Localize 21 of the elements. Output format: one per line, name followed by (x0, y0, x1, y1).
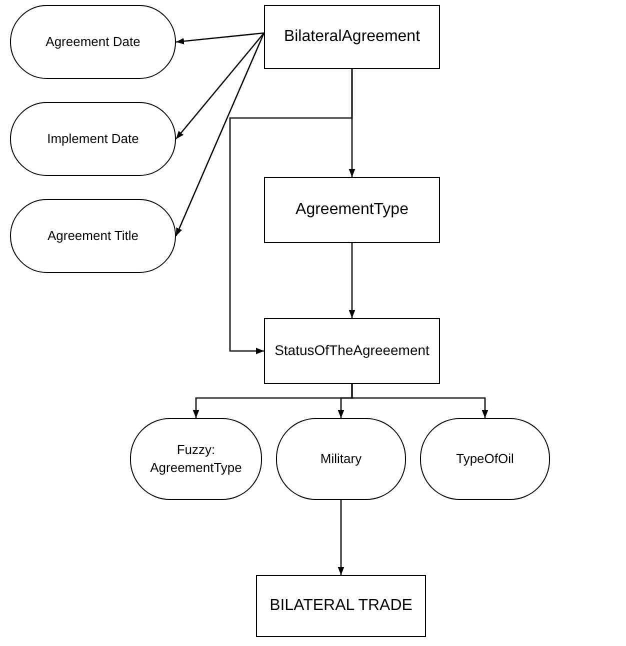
node-label: StatusOfTheAgreeement (274, 341, 430, 360)
node-label: Agreement Date (46, 33, 140, 51)
process-box (256, 575, 426, 637)
process-box (264, 177, 440, 243)
arrow (338, 500, 344, 575)
arrow (229, 69, 353, 354)
node-label: Fuzzy: AgreementType (149, 441, 243, 477)
arrow (351, 384, 488, 418)
node-label: Military (320, 450, 362, 468)
process-box (264, 318, 440, 384)
node-label: AgreementType (296, 200, 408, 220)
arrow (348, 243, 356, 318)
arrow (176, 32, 264, 44)
node-label: BilateralAgreement (284, 27, 420, 47)
node-label: Implement Date (47, 130, 139, 148)
node-label: Agreement Title (47, 227, 139, 245)
node-label: TypeOfOil (456, 450, 514, 468)
arrow (175, 32, 265, 236)
process-box (264, 5, 440, 69)
arrow (176, 32, 264, 140)
node-label: BILATERAL TRADE (270, 596, 412, 616)
